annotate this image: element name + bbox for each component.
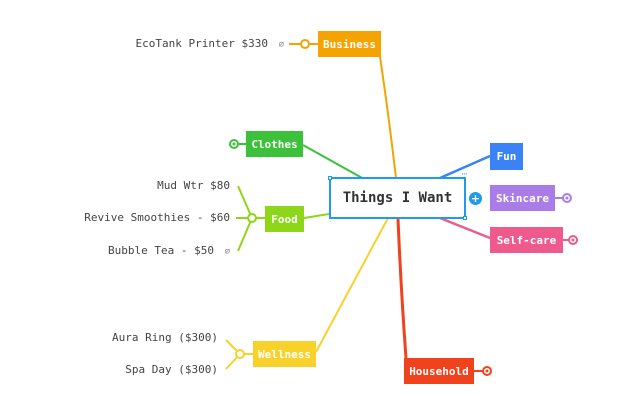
leaf-wellness-0[interactable]: Aura Ring ($300) (112, 331, 218, 345)
leaf-label: EcoTank Printer $330 (135, 37, 268, 50)
node-wellness-label: Wellness (258, 347, 311, 361)
leaf-label: Bubble Tea - $50 (107, 244, 214, 257)
node-skincare-label: Skincare (496, 191, 549, 205)
connector-selfcare (439, 216, 491, 240)
node-selfcare-label: Self-care (496, 233, 557, 247)
leaf-label: Aura Ring ($300) (112, 331, 218, 344)
leaf-wellness-1[interactable]: Spa Day ($300) (125, 363, 218, 377)
collapse-circle-icon[interactable] (235, 349, 245, 359)
collapse-circle-dot (571, 238, 575, 242)
node-fun-label: Fun (496, 150, 517, 163)
leaf-label: Revive Smoothies - $60 (84, 211, 230, 224)
collapse-circle-dot (232, 142, 236, 146)
node-wellness[interactable]: Wellness (253, 341, 316, 367)
collapse-circle-dot (565, 196, 569, 200)
collapse-circle-icon[interactable] (247, 213, 257, 223)
connector-fun (439, 154, 491, 180)
connector-clothes (302, 144, 365, 180)
node-selfcare[interactable]: Self-care (490, 227, 563, 253)
root-node-label: Things I Want (342, 190, 453, 206)
paperclip-icon[interactable]: ⌀ (278, 40, 284, 50)
node-fun[interactable]: Fun (490, 143, 523, 170)
node-business[interactable]: Business (318, 31, 381, 57)
resize-handle[interactable] (328, 176, 332, 180)
connector-household (396, 218, 408, 359)
leaf-food-0[interactable]: Mud Wtr $80 (157, 179, 230, 193)
more-dots-icon[interactable]: ··· (461, 170, 468, 180)
leaf-business-0[interactable]: EcoTank Printer $330 ⌀ (136, 37, 285, 52)
connector-wellness (315, 217, 389, 353)
node-clothes-label: Clothes (251, 137, 298, 151)
node-food[interactable]: Food (265, 206, 304, 232)
root-node[interactable]: Things I Want (328, 176, 467, 220)
connector-food-leaf-1 (237, 185, 253, 219)
connector-food (303, 213, 330, 219)
node-food-label: Food (271, 212, 298, 226)
leaf-label: Mud Wtr $80 (157, 179, 230, 192)
node-business-label: Business (323, 37, 376, 51)
connector-food-leaf-3 (237, 217, 253, 252)
connector-business (379, 56, 397, 179)
collapse-circle-icon[interactable] (300, 39, 310, 49)
collapse-circle-dot (485, 369, 489, 373)
node-clothes[interactable]: Clothes (246, 131, 303, 157)
leaf-food-1[interactable]: Revive Smoothies - $60 (84, 211, 230, 225)
node-household[interactable]: Household (404, 358, 474, 384)
leaf-label: Spa Day ($300) (125, 363, 218, 376)
leaf-food-2[interactable]: Bubble Tea - $50 ⌀ (108, 244, 230, 259)
plus-icon[interactable]: + (469, 192, 482, 205)
node-household-label: Household (409, 364, 469, 378)
resize-handle[interactable] (463, 216, 467, 220)
paperclip-icon[interactable]: ⌀ (224, 247, 230, 257)
node-skincare[interactable]: Skincare (490, 185, 555, 211)
